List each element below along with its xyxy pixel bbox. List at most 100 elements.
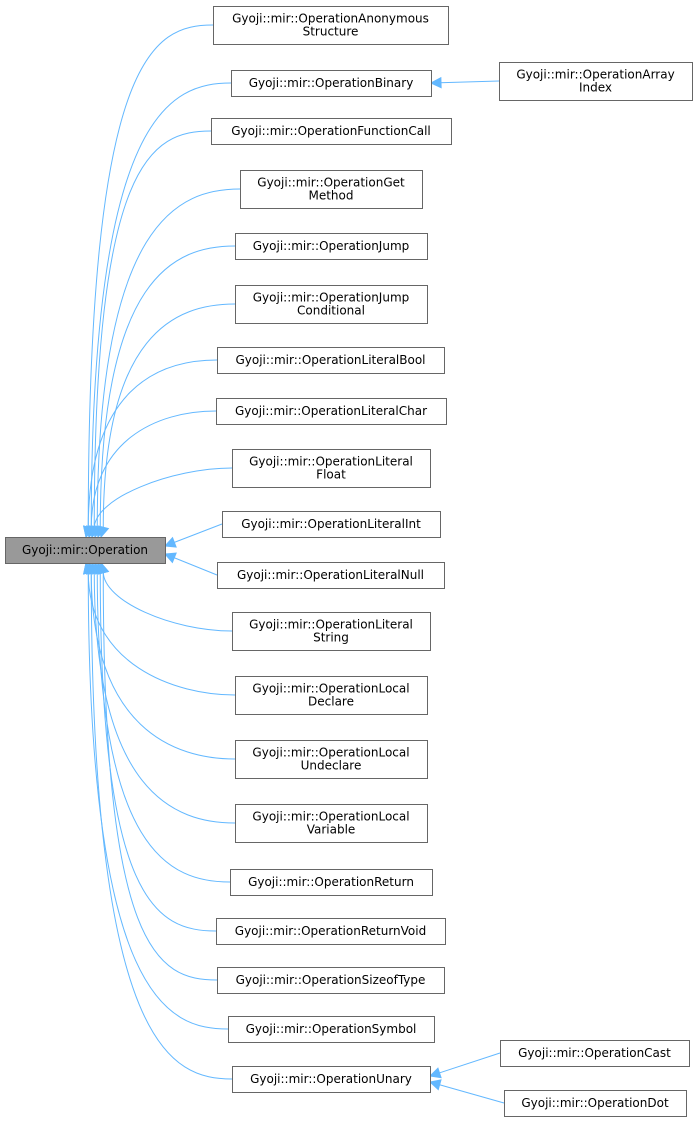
class-node-literal-string-label-line: String [313,631,349,645]
class-node-literal-float-box [232,449,431,488]
class-node-binary-label-line: Gyoji::mir::OperationBinary [249,76,414,90]
class-node-literal-int[interactable]: Gyoji::mir::OperationLiteralInt [222,511,441,538]
class-node-sizeof-type-box [217,967,445,994]
class-node-return-label-line: Gyoji::mir::OperationReturn [248,875,414,889]
arrowhead-literal-null [163,552,177,564]
root-class-label: Gyoji::mir::Operation [22,543,148,557]
class-node-sizeof-type-label-line: Gyoji::mir::OperationSizeofType [236,973,426,987]
edge-binary [90,82,232,529]
class-node-literal-float-label-line: Float [316,468,346,482]
arrowhead-array-index [429,76,442,89]
class-node-get-method-box [240,170,423,209]
root-class-box [5,537,166,564]
arrowhead-literal-int [163,536,177,548]
class-node-sizeof-type[interactable]: Gyoji::mir::OperationSizeofType [217,967,445,994]
class-node-symbol-label-line: Gyoji::mir::OperationSymbol [246,1022,417,1036]
class-node-get-method-label-line: Gyoji::mir::OperationGet [257,176,405,190]
class-node-anonymous-structure-label-line: Gyoji::mir::OperationAnonymous [232,12,429,26]
class-node-literal-char[interactable]: Gyoji::mir::OperationLiteralChar [216,398,447,425]
class-node-unary-label-line: Gyoji::mir::OperationUnary [250,1072,412,1086]
edge-return [96,571,231,883]
edge-literal-int [173,523,223,544]
edge-literal-char [90,410,217,529]
class-node-dot[interactable]: Gyoji::mir::OperationDot [504,1090,687,1117]
arrowhead-cast [428,1067,442,1079]
class-node-literal-bool[interactable]: Gyoji::mir::OperationLiteralBool [217,347,445,374]
class-node-anonymous-structure-label-line: Structure [303,25,359,39]
class-node-local-undeclare-box [235,740,428,779]
class-node-local-variable-label-line: Variable [307,823,356,837]
edge-return-void [99,571,217,932]
class-node-cast[interactable]: Gyoji::mir::OperationCast [500,1040,690,1067]
class-node-literal-null[interactable]: Gyoji::mir::OperationLiteralNull [217,562,445,589]
class-node-dot-box [504,1090,687,1117]
class-node-jump[interactable]: Gyoji::mir::OperationJump [235,233,428,260]
root-class-node[interactable]: Gyoji::mir::Operation [5,537,166,564]
arrowhead-unary [85,561,98,575]
class-node-array-index-label-line: Gyoji::mir::OperationArray [516,68,674,82]
class-node-binary[interactable]: Gyoji::mir::OperationBinary [231,70,432,97]
class-node-local-variable-box [235,804,428,843]
class-node-literal-char-box [216,398,447,425]
edge-symbol [87,571,229,1030]
edge-sizeof-type [102,571,218,981]
edge-local-declare [87,571,236,696]
edge-local-variable [93,571,236,824]
arrowhead-dot [428,1079,442,1091]
class-node-literal-null-label-line: Gyoji::mir::OperationLiteralNull [237,568,424,582]
class-node-jump-conditional-box [235,285,428,324]
edge-dot [438,1083,505,1104]
edge-function-call [93,130,212,529]
edge-get-method [96,188,241,529]
class-node-return-void[interactable]: Gyoji::mir::OperationReturnVoid [216,918,446,945]
arrowhead-jump-conditional [97,525,110,539]
class-node-local-undeclare-label-line: Gyoji::mir::OperationLocal [252,746,409,760]
class-node-literal-float-label-line: Gyoji::mir::OperationLiteral [249,455,413,469]
edge-jump-conditional [102,303,236,529]
class-node-jump-conditional-label-line: Conditional [297,304,365,318]
class-node-symbol-box [228,1016,435,1043]
class-node-literal-string-box [232,612,431,651]
class-node-function-call[interactable]: Gyoji::mir::OperationFunctionCall [211,118,452,145]
class-node-return-box [230,869,433,896]
edge-literal-null [173,556,218,576]
class-node-function-call-box [211,118,452,145]
edge-array-index [439,80,500,84]
class-node-local-declare-label-line: Gyoji::mir::OperationLocal [252,682,409,696]
edge-anonymous-structure [87,24,214,529]
class-node-literal-int-label-line: Gyoji::mir::OperationLiteralInt [241,517,421,531]
class-node-unary-box [232,1066,431,1093]
edge-literal-string [102,571,233,632]
class-node-local-declare-box [235,676,428,715]
class-node-local-variable-label-line: Gyoji::mir::OperationLocal [252,810,409,824]
class-node-symbol[interactable]: Gyoji::mir::OperationSymbol [228,1016,435,1043]
arrowhead-literal-float [88,525,101,539]
class-node-cast-label-line: Gyoji::mir::OperationCast [518,1046,671,1060]
class-node-return[interactable]: Gyoji::mir::OperationReturn [230,869,433,896]
class-node-local-declare-label-line: Declare [308,695,354,709]
class-node-cast-box [500,1040,690,1067]
edge-unary [90,571,233,1080]
class-node-unary[interactable]: Gyoji::mir::OperationUnary [232,1066,431,1093]
class-node-jump-conditional-label-line: Gyoji::mir::OperationJump [253,291,410,305]
class-node-get-method-label-line: Method [308,189,353,203]
inheritance-edges [82,24,505,1104]
class-node-literal-string-label-line: Gyoji::mir::OperationLiteral [249,618,413,632]
edge-literal-bool [87,359,218,529]
class-node-array-index-box [499,62,693,101]
class-node-local-undeclare-label-line: Undeclare [301,759,362,773]
class-node-return-void-label-line: Gyoji::mir::OperationReturnVoid [235,924,426,938]
edge-jump [99,245,236,529]
class-node-function-call-label-line: Gyoji::mir::OperationFunctionCall [231,124,431,138]
edge-local-undeclare [90,571,236,760]
